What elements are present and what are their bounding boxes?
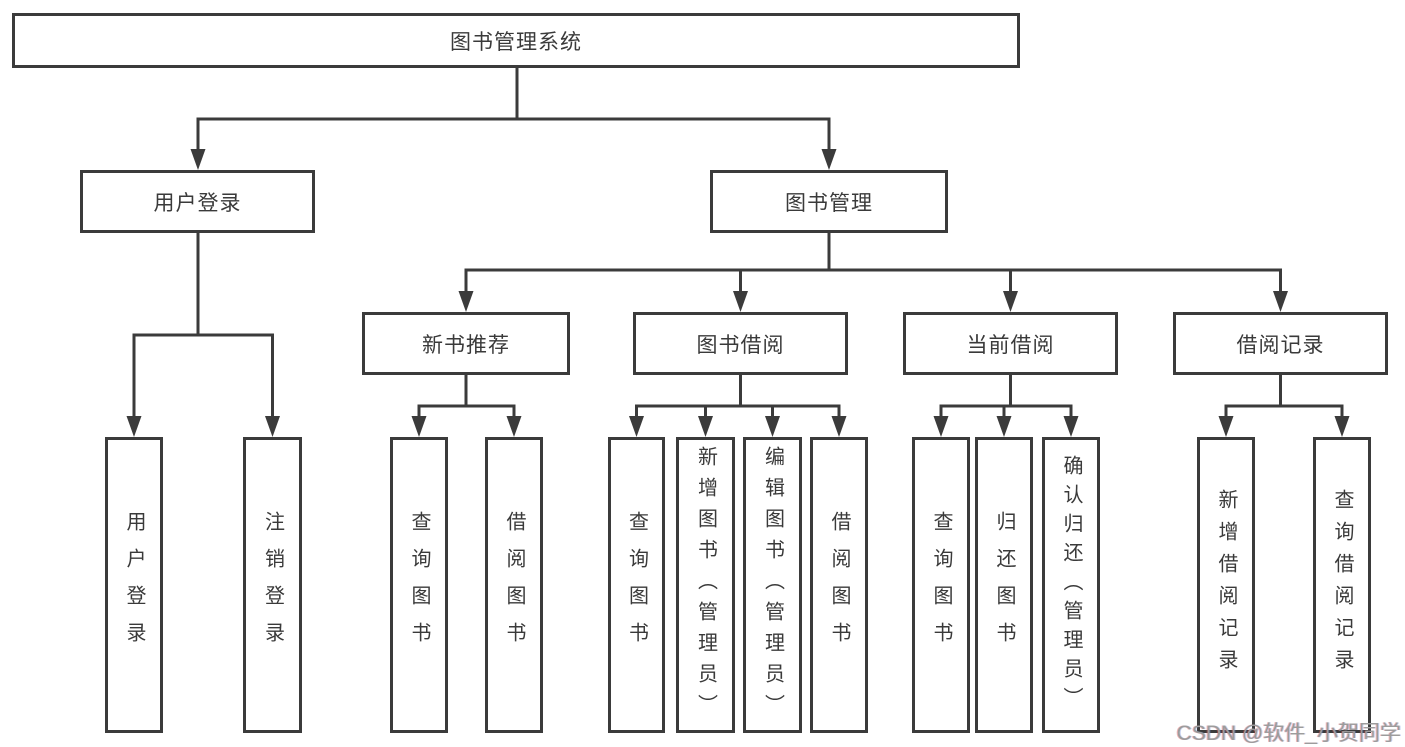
node-label: 编辑图书（管理员） <box>761 445 784 725</box>
arrowhead <box>126 416 142 437</box>
arrowhead <box>629 416 644 437</box>
node-label: 查询借阅记录 <box>1331 489 1353 681</box>
arrowhead <box>458 291 474 312</box>
node-label: 图书管理 <box>785 191 873 215</box>
node-borrowing-records: 借阅记录 <box>1173 312 1388 375</box>
node-label: 新书推荐 <box>422 333 510 357</box>
node-label: 注销登录 <box>261 511 284 659</box>
node-label: 用户登录 <box>153 191 242 215</box>
arrowhead <box>265 416 280 437</box>
node-leaf-query-borrow-record: 查询借阅记录 <box>1313 437 1371 733</box>
arrowhead <box>1273 291 1288 312</box>
node-leaf-return-books: 归还图书 <box>975 437 1033 733</box>
node-label: 借阅图书 <box>828 511 850 659</box>
junction-current-borrowing <box>933 375 1079 437</box>
arrowhead <box>190 149 206 170</box>
node-label: 当前借阅 <box>966 333 1055 357</box>
node-label: 图书管理系统 <box>450 30 582 54</box>
node-label: 查询图书 <box>408 511 430 659</box>
csdn-watermark: CSDN @软件_小贺同学 <box>1176 722 1401 745</box>
arrowhead <box>765 416 780 437</box>
node-label: 用户登录 <box>123 511 145 659</box>
junction-new-book-recommend <box>411 375 522 437</box>
arrowhead <box>933 416 949 437</box>
node-label: 借阅图书 <box>503 511 525 659</box>
node-label: 新增借阅记录 <box>1215 489 1237 681</box>
arrowhead <box>1003 291 1018 312</box>
arrowhead <box>996 416 1012 437</box>
arrowhead <box>733 291 748 312</box>
node-leaf-confirm-return-admin: 确认归还（管理员） <box>1042 437 1100 733</box>
junction-borrowing-records <box>1218 375 1350 437</box>
node-label: 借阅记录 <box>1236 333 1325 357</box>
junction-book-borrowing <box>629 375 847 437</box>
node-library-system: 图书管理系统 <box>12 13 1020 68</box>
arrowhead <box>506 416 522 437</box>
node-book-management: 图书管理 <box>710 170 948 233</box>
node-leaf-add-book-admin: 新增图书（管理员） <box>676 437 735 733</box>
node-label: 确认归还（管理员） <box>1060 454 1082 716</box>
arrowhead <box>1063 416 1079 437</box>
node-leaf-logout: 注销登录 <box>243 437 302 733</box>
junction-book-management <box>458 233 1288 312</box>
node-book-borrowing: 图书借阅 <box>633 312 848 375</box>
junction-user-login <box>126 233 280 437</box>
node-leaf-add-borrow-record: 新增借阅记录 <box>1197 437 1255 733</box>
node-leaf-query-books-current: 查询图书 <box>912 437 970 733</box>
node-leaf-query-books-recommend: 查询图书 <box>390 437 448 733</box>
node-leaf-borrow-books-recommend: 借阅图书 <box>485 437 543 733</box>
junction-root <box>190 68 837 170</box>
node-label: 查询图书 <box>930 511 952 659</box>
arrowhead <box>1334 416 1350 437</box>
arrowhead <box>698 416 713 437</box>
arrowhead <box>821 149 837 170</box>
arrowhead <box>831 416 847 437</box>
node-label: 新增图书（管理员） <box>694 445 717 725</box>
node-current-borrowing: 当前借阅 <box>903 312 1118 375</box>
node-label: 图书借阅 <box>696 333 785 357</box>
node-leaf-edit-book-admin: 编辑图书（管理员） <box>743 437 802 733</box>
node-label: 查询图书 <box>625 511 648 659</box>
arrowhead <box>411 416 427 437</box>
node-new-book-recommend: 新书推荐 <box>362 312 570 375</box>
node-leaf-borrow-books-borrowing: 借阅图书 <box>810 437 868 733</box>
node-user-login: 用户登录 <box>80 170 315 233</box>
node-label: 归还图书 <box>993 511 1015 659</box>
arrowhead <box>1218 416 1234 437</box>
node-leaf-query-books-borrowing: 查询图书 <box>608 437 665 733</box>
node-leaf-user-login: 用户登录 <box>105 437 163 733</box>
